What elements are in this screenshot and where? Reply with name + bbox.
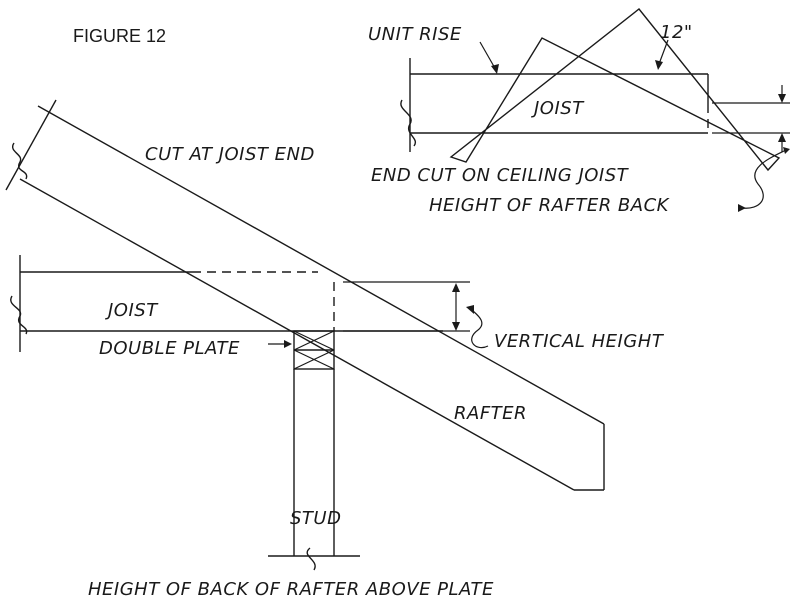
height-back-leader bbox=[741, 149, 787, 209]
height-back-end-arrowhead bbox=[738, 204, 746, 212]
cut-at-joist-end-label: CUT AT JOIST END bbox=[145, 144, 315, 165]
rafter-top-edge bbox=[37, 105, 605, 425]
double-plate-leader-head bbox=[284, 340, 292, 348]
caption: HEIGHT OF BACK OF RAFTER ABOVE PLATE bbox=[88, 579, 494, 600]
height-of-rafter-back-label: HEIGHT OF RAFTER BACK bbox=[429, 195, 670, 216]
vertical-height-arrowhead-bottom bbox=[452, 322, 460, 331]
inset-dim-arrowhead-upper bbox=[778, 94, 786, 103]
height-back-leader-head bbox=[783, 147, 790, 154]
joist-label: JOIST bbox=[105, 300, 159, 321]
inset-break-mark bbox=[400, 99, 417, 147]
joist-break-mark bbox=[10, 295, 28, 335]
rafter-bottom-edge bbox=[19, 178, 575, 491]
vertical-height-arrowhead-top bbox=[452, 283, 460, 292]
inset-diagram: UNIT RISE 12" JOIST END CUT ON CEILING J… bbox=[368, 8, 790, 216]
stud-label: STUD bbox=[290, 508, 341, 529]
inset-dim-arrowhead-lower bbox=[778, 133, 786, 142]
double-plate-label: DOUBLE PLATE bbox=[99, 338, 240, 359]
inset-joist-label: JOIST bbox=[531, 98, 585, 119]
rafter-break-mark bbox=[12, 142, 28, 180]
unit-rise-leader-head bbox=[491, 64, 499, 74]
inset-framing-square bbox=[449, 8, 781, 172]
twelve-inch-label: 12" bbox=[660, 22, 693, 43]
twelve-leader bbox=[658, 39, 669, 65]
vertical-height-leader bbox=[471, 309, 489, 349]
rafter-break-line bbox=[5, 99, 57, 191]
twelve-leader-head bbox=[655, 60, 663, 70]
plate-cross-1b bbox=[293, 330, 335, 351]
end-cut-label: END CUT ON CEILING JOIST bbox=[371, 165, 630, 186]
rafter-label: RAFTER bbox=[454, 403, 527, 424]
vertical-height-leader-head bbox=[466, 305, 474, 314]
main-diagram: CUT AT JOIST END JOIST DOUBLE PLATE VERT… bbox=[5, 99, 665, 600]
figure-label: FIGURE 12 bbox=[73, 26, 166, 46]
plate-cross-2b bbox=[293, 349, 335, 370]
unit-rise-leader bbox=[479, 41, 497, 71]
unit-rise-label: UNIT RISE bbox=[368, 24, 462, 45]
stud-break-mark bbox=[306, 547, 316, 571]
vertical-height-label: VERTICAL HEIGHT bbox=[494, 331, 665, 352]
